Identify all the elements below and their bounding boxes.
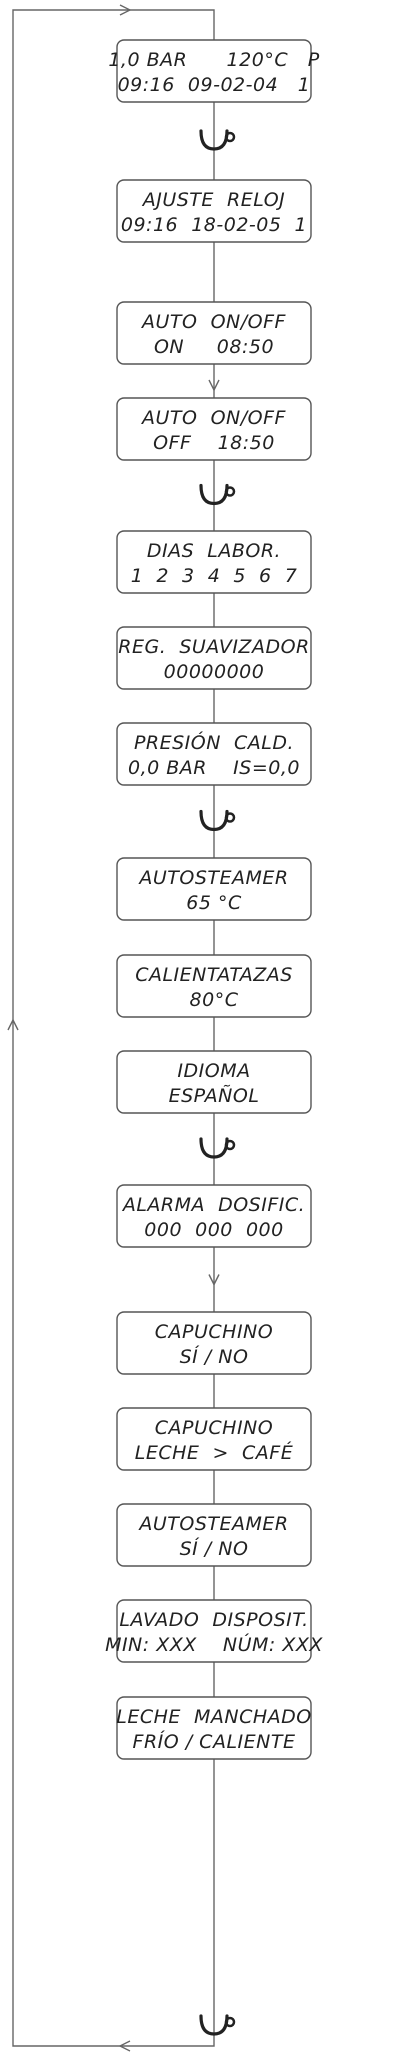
loop-left-arrow-icon: [118, 2040, 131, 2052]
screen-line-2: 09:16 09-02-04 1: [118, 74, 311, 96]
screen-line-1: DIAS LABOR.: [147, 540, 281, 562]
screen-line-2: 09:16 18-02-05 1: [121, 214, 307, 236]
loop-up-arrow-icon: [7, 1018, 19, 1031]
loop-right-arrow-icon: [119, 4, 132, 16]
coffee-cup-icon: [199, 129, 236, 151]
menu-screen-box: LAVADO DISPOSIT.MIN: XXX NÚM: XXX: [105, 1599, 323, 1663]
coffee-cup-icon: [199, 809, 236, 832]
screen-frame: [116, 1311, 312, 1375]
screen-line-1: 1,0 BAR 120°C P: [108, 49, 319, 71]
screen-line-1: LECHE MANCHADO: [116, 1706, 311, 1728]
screen-frame: [116, 1050, 312, 1114]
screen-line-1: IDIOMA: [177, 1060, 250, 1082]
menu-screen-box: AUTO ON/OFF ON 08:50: [116, 301, 312, 365]
screen-line-1: AUTO ON/OFF: [140, 407, 286, 429]
screen-line-2: FRÍO / CALIENTE: [133, 1730, 296, 1753]
screen-line-1: AJUSTE RELOJ: [141, 189, 286, 211]
screen-line-2: 65 °C: [186, 892, 242, 914]
loop-line: [12, 9, 215, 2047]
screen-frame: [116, 397, 312, 461]
screen-frame: [116, 1599, 312, 1663]
screen-frame: [116, 857, 312, 921]
screen-line-1: CALIENTATAZAS: [135, 964, 293, 986]
screen-line-2: OFF 18:50: [153, 432, 275, 454]
menu-screen-box: 1,0 BAR 120°C P 09:16 09-02-04 1: [108, 39, 319, 103]
screen-line-1: PRESIÓN CALD.: [134, 730, 294, 754]
screen-line-2: 0,0 BAR IS=0,0: [128, 757, 300, 779]
screen-line-2: MIN: XXX NÚM: XXX: [105, 1632, 323, 1656]
coffee-cup-icon: [199, 2014, 236, 2036]
coffee-cup-icon: [199, 1137, 236, 1159]
screen-line-1: CAPUCHINO: [155, 1417, 273, 1439]
menu-screen-box: CALIENTATAZAS 80°C: [116, 954, 312, 1018]
screen-line-1: ALARMA DOSIFIC.: [121, 1194, 305, 1216]
menu-screen-box: REG. SUAVIZADOR 00000000: [116, 626, 312, 690]
screen-line-1: AUTOSTEAMER: [137, 1513, 288, 1535]
screen-frame: [116, 530, 312, 594]
screen-frame: [116, 722, 312, 786]
screen-frame: [116, 954, 312, 1018]
screen-frame: [116, 1407, 312, 1471]
screen-line-2: LECHE > CAFÉ: [135, 1441, 293, 1464]
menu-screen-box: AUTOSTEAMER 65 °C: [116, 857, 312, 921]
screen-line-2: 000 000 000: [144, 1219, 283, 1241]
screen-frame: [116, 1696, 312, 1760]
screen-line-2: 00000000: [164, 661, 265, 683]
screen-frame: [116, 301, 312, 365]
screen-frame: [116, 39, 312, 103]
screen-line-2: ESPAÑOL: [169, 1084, 260, 1107]
screen-line-1: CAPUCHINO: [155, 1321, 273, 1343]
menu-screen-box: AUTO ON/OFF OFF 18:50: [116, 397, 312, 461]
screen-line-1: AUTO ON/OFF: [140, 311, 286, 333]
screen-line-1: REG. SUAVIZADOR: [118, 636, 309, 658]
screen-frame: [116, 626, 312, 690]
menu-screen-box: ALARMA DOSIFIC. 000 000 000: [116, 1184, 312, 1248]
screen-frame: [116, 1503, 312, 1567]
screen-line-2: SÍ / NO: [180, 1345, 249, 1368]
screen-line-2: ON 08:50: [154, 336, 274, 358]
screen-line-1: AUTOSTEAMER: [137, 867, 288, 889]
screen-line-2: SÍ / NO: [180, 1537, 249, 1560]
screen-frame: [116, 1184, 312, 1248]
screen-line-2: 1 2 3 4 5 6 7: [131, 565, 298, 587]
down-arrow-icon: [208, 1274, 220, 1287]
down-arrow-icon: [208, 379, 220, 392]
screen-line-2: 80°C: [190, 989, 239, 1011]
screen-line-1: LAVADO DISPOSIT.: [119, 1609, 308, 1631]
menu-screen-box: PRESIÓN CALD. 0,0 BAR IS=0,0: [116, 722, 312, 786]
menu-screen-box: DIAS LABOR. 1 2 3 4 5 6 7: [116, 530, 312, 594]
menu-screen-box: AJUSTE RELOJ 09:16 18-02-05 1: [116, 179, 312, 243]
screen-frame: [116, 179, 312, 243]
coffee-cup-icon: [199, 483, 236, 506]
